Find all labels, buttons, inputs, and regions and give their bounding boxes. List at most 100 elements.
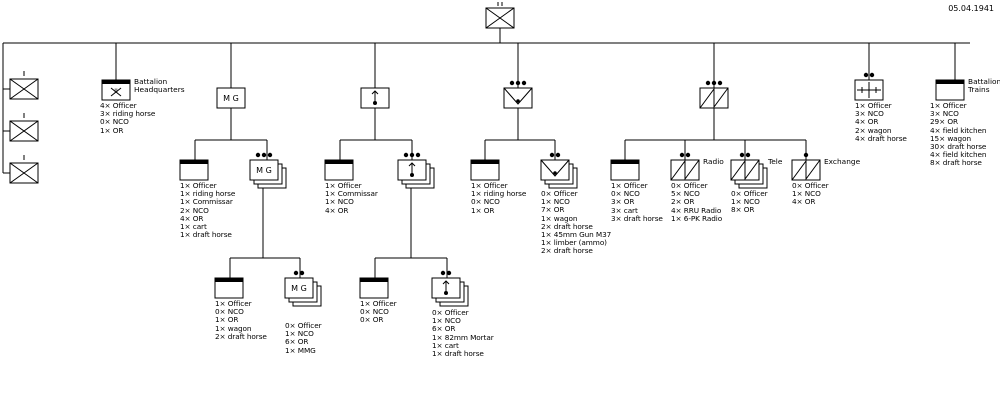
roster-line: 2× NCO <box>180 205 209 215</box>
roster-equipment-line: 1× wagon <box>215 323 252 333</box>
roster-line: 5× NCO <box>671 189 700 199</box>
roster-line: 1× NCO <box>541 197 570 207</box>
roster-line: 1× OR <box>100 125 124 135</box>
roster-line: 3× NCO <box>930 109 959 119</box>
mg-company-hq-symbol <box>179 159 209 181</box>
roster-line: 0× NCO <box>215 307 244 317</box>
mortar-company-hq-symbol <box>324 159 354 181</box>
roster-line: 3× riding horse <box>100 109 156 119</box>
roster-line: 6× OR <box>432 324 456 334</box>
mg-platoon-stack: M G <box>249 152 287 189</box>
battalion-trains-label: Battalion Trains <box>968 77 1000 95</box>
signals-platoon-symbol <box>699 80 729 109</box>
roster-line: 1× Officer <box>855 101 892 110</box>
roster-line: 3× NCO <box>855 109 884 119</box>
mortar-section-stack <box>431 270 469 307</box>
roster-equipment-line: 3× cart <box>611 205 638 215</box>
roster-equipment-line: 1× draft horse <box>432 349 484 359</box>
roster-line: 7× OR <box>541 205 565 215</box>
radio-label: Radio <box>703 157 724 166</box>
roster-line: 1× OR <box>215 315 239 325</box>
roster-line: 1× Officer <box>930 101 967 110</box>
roster-line: 0× NCO <box>360 307 389 317</box>
roster-equipment-line: 1× cart <box>180 222 207 232</box>
roster-line: 4× field kitchen <box>930 125 987 135</box>
roster-line: 0× NCO <box>471 197 500 207</box>
roster-equipment-line: 1× 45mm Gun M37 <box>541 230 612 240</box>
signals-hq-symbol <box>610 159 640 181</box>
roster-line: 1× NCO <box>731 197 760 207</box>
roster-line: 0× OR <box>360 315 384 325</box>
roster-line: 4× OR <box>792 197 816 207</box>
roster-line: 0× Officer <box>671 181 708 190</box>
roster-equipment-line: 3× draft horse <box>611 213 663 223</box>
mg-sec-label: M G <box>291 284 307 293</box>
roster-line: 29× OR <box>930 117 958 127</box>
roster-line: 1× Officer <box>360 299 397 308</box>
roster-line: 0× Officer <box>731 189 768 198</box>
rifle-company-2 <box>9 113 39 142</box>
mg-company-symbol: M G <box>216 80 246 109</box>
mortar-platoon-hq-symbol <box>359 277 389 299</box>
roster-line: 3× OR <box>611 197 635 207</box>
roster-equipment-line: 1× 82mm Mortar <box>432 332 494 342</box>
roster-line: 0× Officer <box>285 321 322 330</box>
battalion-hq-symbol <box>101 79 131 101</box>
roster-line: 1× Officer <box>325 181 362 190</box>
roster-equipment-line: 4× draft horse <box>855 133 907 143</box>
mg-platoon-hq-symbol <box>214 277 244 299</box>
roster-line: 2× OR <box>671 197 695 207</box>
rifle-company-1 <box>9 71 39 100</box>
roster-equipment-line: 15× wagon <box>930 133 971 143</box>
roster-line: 1× 6-PK Radio <box>671 213 723 223</box>
roster-equipment-line: 4× field kitchen <box>930 150 987 160</box>
roster-line: 1× Officer <box>611 181 648 190</box>
roster-line: 1× MMG <box>285 345 316 355</box>
mg-plt-label: M G <box>256 166 272 175</box>
roster-equipment-line: 2× draft horse <box>541 246 593 256</box>
at-platoon-hq-symbol <box>470 159 500 181</box>
mortar-company-symbol <box>360 80 390 109</box>
roster-line: 1× NCO <box>325 197 354 207</box>
roster-line: 1× NCO <box>285 329 314 339</box>
roster-line: 1× NCO <box>432 316 461 326</box>
roster-line: 0× Officer <box>432 308 469 317</box>
roster-equipment-line: 1× wagon <box>541 213 578 223</box>
roster-line: 4× RRU Radio <box>671 205 722 215</box>
trains-symbol <box>935 79 965 101</box>
roster-equipment-line: 1× draft horse <box>180 230 232 240</box>
rifle-company-3 <box>9 155 39 184</box>
chart-date: 05.04.1941 <box>948 4 994 13</box>
roster-equipment-line: 2× draft horse <box>215 331 267 341</box>
tele-label: Tele <box>768 157 783 166</box>
battalion-hq-label: Battalion Headquarters <box>134 77 185 95</box>
roster-line: 1× NCO <box>792 189 821 199</box>
signals-exchange-symbol <box>791 152 821 181</box>
roster-equipment-line: 8× draft horse <box>930 158 982 168</box>
roster-line: 0× Officer <box>792 181 829 190</box>
roster-equipment-line: 1× limber (ammo) <box>541 238 607 248</box>
at-section-stack <box>540 152 578 189</box>
roster-line: 4× OR <box>180 213 204 223</box>
signals-radio-symbol <box>670 152 700 181</box>
roster-line: 0× NCO <box>611 189 640 199</box>
roster-line: 1× Officer <box>215 299 252 308</box>
exchange-label: Exchange <box>824 157 861 166</box>
hq-roman: II <box>114 88 118 95</box>
